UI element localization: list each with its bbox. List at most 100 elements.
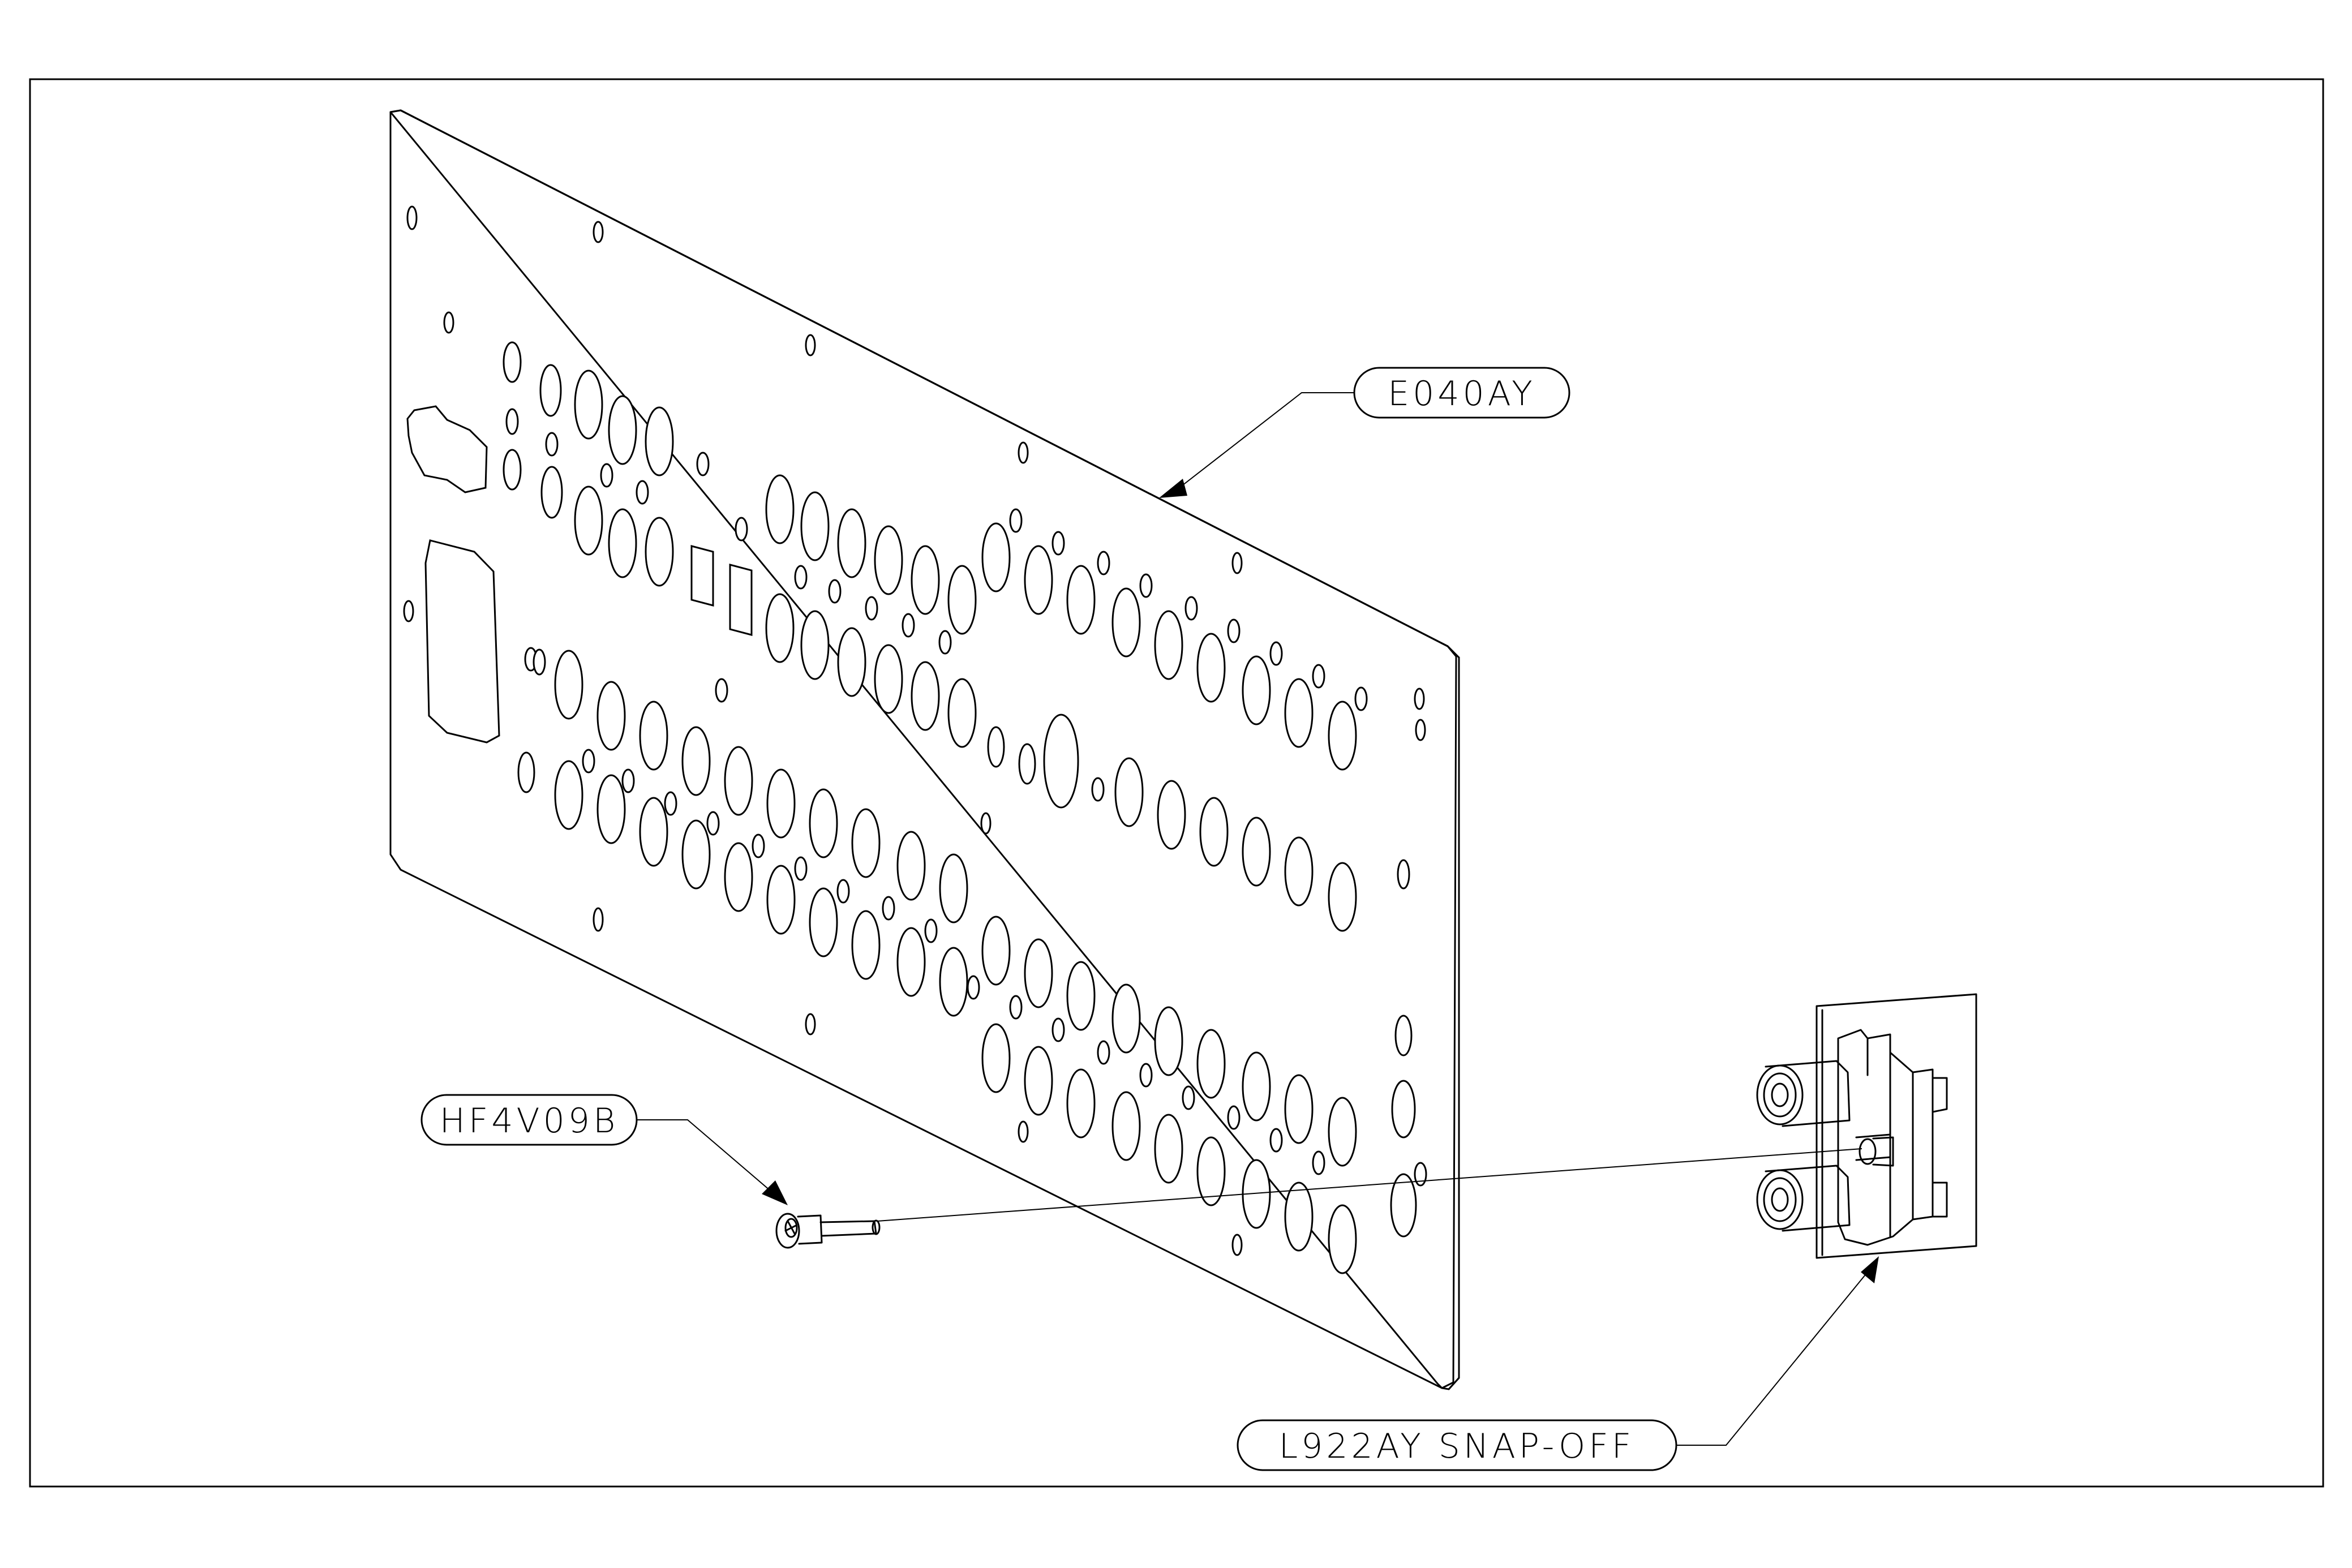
panel-hole — [1113, 985, 1140, 1053]
callout-jack-leader — [1676, 1272, 1868, 1445]
panel-hole — [766, 594, 793, 662]
panel-hole — [646, 407, 673, 475]
panel-hole — [646, 518, 673, 586]
panel-hole — [806, 1014, 815, 1034]
panel-hole — [903, 614, 914, 637]
panel-hole — [1010, 996, 1022, 1019]
panel-hole — [1243, 818, 1270, 886]
panel-hole — [912, 662, 939, 730]
panel-hole — [637, 481, 648, 504]
panel-hole — [1140, 1064, 1152, 1086]
panel-hole — [601, 464, 612, 487]
dsub-cutout — [407, 406, 487, 492]
panel-hole — [1158, 781, 1185, 849]
callout-panel-arrow — [1159, 479, 1187, 498]
panel-hole — [583, 750, 594, 772]
panel-hole — [838, 628, 865, 696]
panel-hole — [1415, 1163, 1426, 1185]
panel-hole — [795, 566, 806, 588]
panel-hole — [407, 207, 417, 229]
panel-hole — [948, 566, 976, 634]
panel-hole — [810, 888, 837, 956]
panel-hole — [898, 928, 925, 996]
panel-hole — [725, 747, 752, 815]
panel-hole — [1067, 566, 1095, 634]
panel-hole — [640, 798, 667, 866]
callout-panel-label: E040AY — [1388, 374, 1535, 414]
panel-hole — [609, 509, 636, 577]
callout-jack-label: L922AY SNAP-OFF — [1279, 1427, 1635, 1466]
panel-hole — [838, 509, 865, 577]
panel-hole — [1313, 665, 1324, 688]
panel-hole — [1285, 837, 1312, 905]
square-cutout-2 — [730, 565, 752, 635]
panel-hole — [1140, 574, 1152, 597]
panel-hole — [810, 789, 837, 857]
panel-hole — [1198, 1137, 1225, 1205]
panel-hole — [940, 854, 967, 922]
panel-hole — [1233, 1235, 1242, 1255]
panel-hole — [898, 832, 925, 900]
callout-panel: E040AY — [1159, 368, 1569, 498]
panel-hole — [555, 761, 582, 829]
panel-hole — [767, 866, 795, 934]
callout-screw-label: HF4V09B — [440, 1101, 619, 1141]
panel-hole — [1198, 634, 1225, 702]
panel-hole — [1243, 656, 1270, 724]
panel-hole — [801, 611, 829, 679]
rca-jack-module — [1757, 994, 1976, 1258]
panel-hole — [968, 976, 979, 999]
panel-hole — [806, 335, 815, 355]
panel-hole — [640, 702, 667, 770]
panel-hole — [504, 342, 521, 382]
panel-hole — [940, 948, 967, 1016]
panel-hole — [1113, 1092, 1140, 1160]
panel-hole — [982, 1024, 1010, 1092]
panel-hole — [1025, 1047, 1052, 1115]
panel-hole — [981, 813, 990, 834]
panel-hole — [540, 365, 561, 416]
panel-hole — [1098, 1041, 1109, 1064]
panel-hole — [1396, 1016, 1411, 1055]
panel-hole — [725, 843, 752, 911]
panel-hole — [598, 682, 625, 750]
panel-hole — [1019, 1122, 1028, 1142]
panel-hole — [1271, 1129, 1282, 1152]
panel-hole — [1092, 778, 1104, 801]
panel-hole — [575, 487, 602, 555]
panel-hole — [948, 679, 976, 747]
panel-hole — [555, 651, 582, 719]
panel-hole — [1186, 597, 1197, 620]
callout-screw: HF4V09B — [422, 1095, 788, 1205]
panel-hole — [1155, 1115, 1182, 1183]
panel-hole — [1243, 1053, 1270, 1120]
panel-hole — [1019, 744, 1035, 784]
panel-hole — [866, 597, 877, 620]
panel-hole — [1233, 553, 1242, 573]
panel-hole — [716, 679, 727, 702]
panel-hole — [1228, 620, 1239, 642]
panel-hole — [829, 580, 840, 603]
panel-hole — [1053, 532, 1064, 555]
panel-hole — [609, 396, 636, 464]
panel-hole — [1271, 642, 1282, 665]
panel-hole — [504, 450, 521, 489]
panel-hole — [1285, 679, 1312, 747]
panel — [390, 110, 1459, 1389]
panel-hole — [507, 409, 518, 434]
panel-hole — [707, 812, 719, 835]
panel-hole — [883, 897, 894, 920]
screw — [776, 1214, 879, 1248]
panel-hole — [1329, 702, 1356, 770]
panel-hole — [1200, 798, 1227, 866]
panel-hole — [1355, 688, 1367, 710]
panel-hole — [838, 880, 849, 903]
panel-hole — [939, 631, 951, 654]
panel-hole — [1228, 1106, 1239, 1129]
panel-hole — [546, 433, 557, 456]
panel-hole — [767, 770, 795, 837]
panel-hole — [753, 835, 764, 857]
panel-hole — [988, 727, 1004, 767]
panel-hole — [1198, 1030, 1225, 1098]
panel-hole — [1025, 546, 1052, 614]
